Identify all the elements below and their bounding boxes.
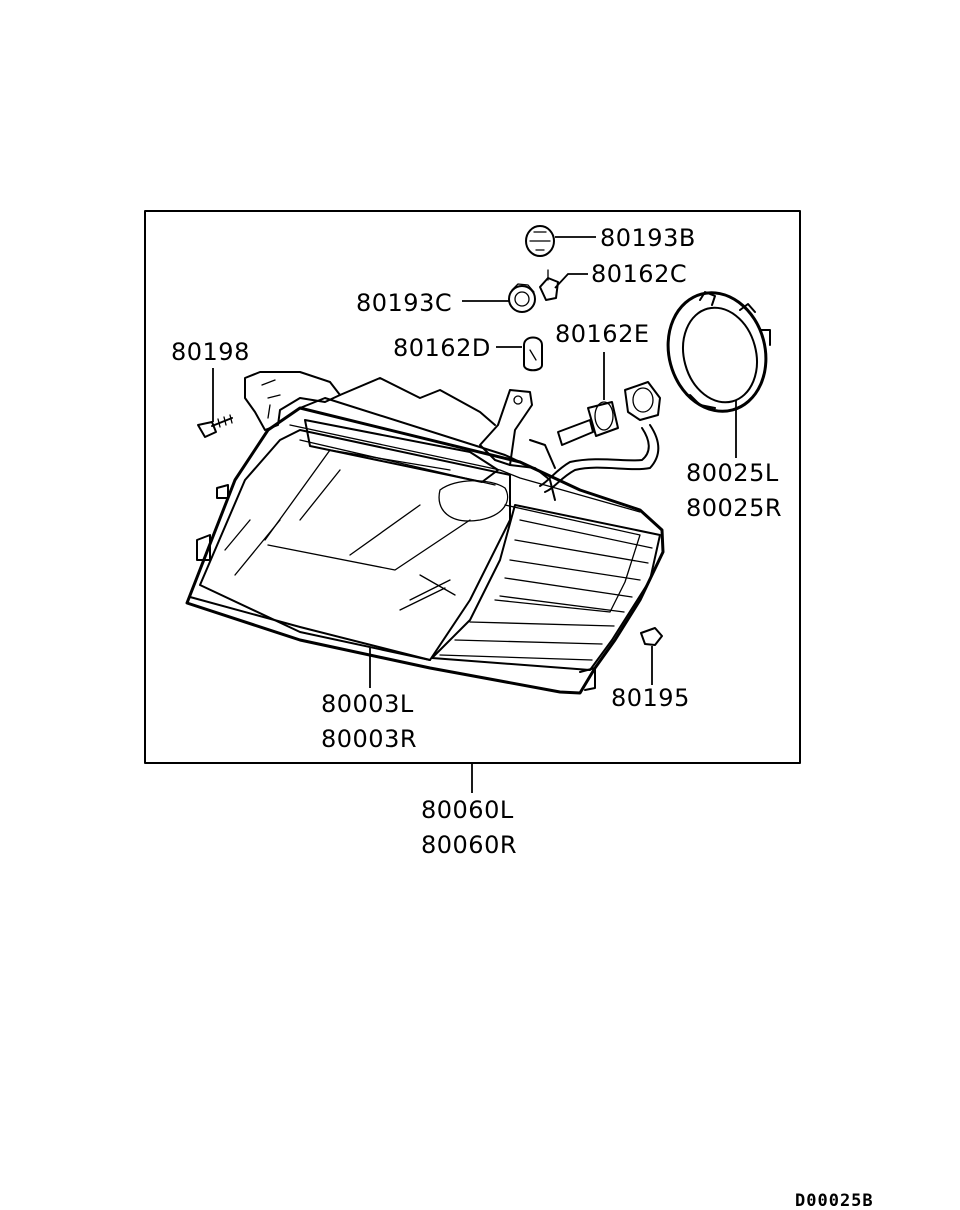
socket-80193C [508,283,536,313]
headlamp-housing [185,371,665,695]
label-80003L: 80003L [321,690,414,718]
bulb-80162C [539,269,559,301]
label-80060R: 80060R [421,831,517,859]
socket-80193B [525,225,555,257]
label-80195: 80195 [611,684,690,712]
label-80193C: 80193C [356,289,452,317]
bulb-80162D [523,336,543,372]
label-80162C: 80162C [591,260,687,288]
label-80003R: 80003R [321,725,417,753]
label-80162D: 80162D [393,334,491,362]
diagram-code: D00025B [795,1191,874,1210]
bulb-harness [539,381,661,493]
leader-lines [212,236,737,793]
bulb-cover-ring [666,291,771,413]
label-80162E: 80162E [555,320,650,348]
label-80193B: 80193B [600,224,696,252]
label-80025L: 80025L [686,459,779,487]
label-80025R: 80025R [686,494,782,522]
label-80198: 80198 [171,338,250,366]
screw-80198 [197,414,233,438]
clip-80195 [640,627,663,646]
headlamp-bulb-80162E [557,401,619,446]
label-80060L: 80060L [421,796,514,824]
